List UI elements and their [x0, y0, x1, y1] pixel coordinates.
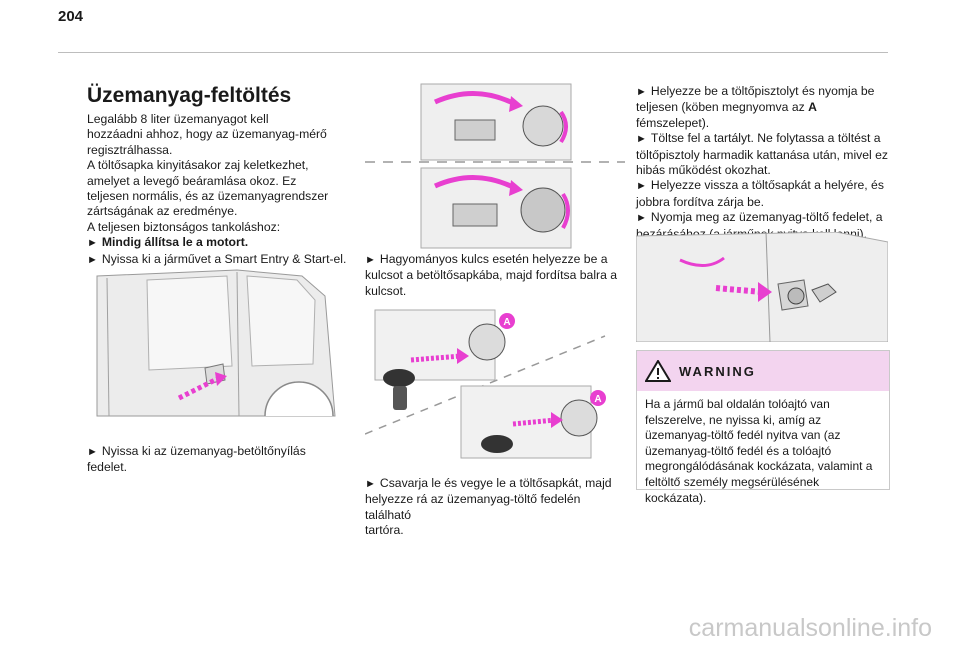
page-number: 204 — [58, 8, 84, 25]
cap-removal-illustration: A A — [365, 309, 606, 459]
warning-header: WARNING — [637, 351, 889, 391]
bullet-arrow-icon: ► — [365, 478, 376, 490]
warning-box: WARNING Ha a jármű bal oldalán tolóajtó … — [636, 350, 890, 505]
step-key: ►Hagyományos kulcs esetén helyezze be a … — [365, 252, 618, 298]
intro-line: hozzáadni ahhoz, hogy az üzemanyag-mérő — [87, 127, 327, 142]
warning-triangle-icon — [645, 360, 671, 382]
intro-line: Legalább 8 liter üzemanyagot kell — [87, 112, 269, 126]
step-fill: ►Töltse fel a tartályt. Ne folytassa a t… — [636, 131, 888, 178]
warning-title: WARNING — [679, 363, 756, 379]
intro-line: zártságának az eredménye. — [87, 204, 238, 219]
label-a: A — [503, 317, 510, 328]
bullet-arrow-icon: ► — [87, 446, 98, 458]
step-stop-engine: ►Mindig állítsa le a motort. — [87, 235, 249, 250]
page-title: Üzemanyag-feltöltés — [87, 84, 292, 107]
bullet-arrow-icon: ► — [636, 133, 647, 146]
intro-line: amelyet a levegő beáramlása okoz. Ez — [87, 173, 297, 188]
step-cap: ►Csavarja le és vegye le a töltősapkát, … — [365, 476, 612, 538]
bullet-arrow-icon: ► — [365, 254, 376, 266]
intro-line: A teljesen biztonságos tankoláshoz: — [87, 219, 281, 234]
bullet-arrow-icon: ► — [636, 86, 647, 98]
intro-line: A töltősapka kinyitásakor zaj keletkezhe… — [87, 158, 309, 173]
refuel-steps: ►Helyezze be a töltőpisztolyt és nyomja … — [636, 84, 892, 242]
step-unlock: ►Nyissa ki a járművet a Smart Entry & St… — [87, 251, 347, 266]
bullet-arrow-icon: ► — [636, 212, 647, 225]
top-rule — [58, 52, 888, 53]
bullet-arrow-icon: ► — [87, 237, 98, 250]
bullet-arrow-icon: ► — [87, 253, 98, 266]
warning-text: Ha a jármű bal oldalán tolóajtó van fels… — [645, 397, 873, 505]
intro-line: teljesen normális, és az üzemanyagrendsz… — [87, 189, 329, 204]
van-side-illustration — [87, 266, 339, 432]
key-turn-illustration — [365, 83, 625, 249]
intro-text: Legalább 8 liter üzemanyagot kell hozzáa… — [87, 112, 347, 268]
intro-line: regisztrálhassa. — [87, 142, 173, 157]
step-open-flap: ►Nyissa ki az üzemanyag-betöltőnyílás fe… — [87, 444, 306, 475]
step-nozzle: ►Helyezze be a töltőpisztolyt és nyomja … — [636, 84, 875, 130]
label-a: A — [594, 394, 601, 405]
bullet-arrow-icon: ► — [636, 180, 647, 193]
step-replace-cap: ►Helyezze vissza a töltősapkát a helyére… — [636, 178, 884, 209]
watermark: carmanualsonline.info — [688, 614, 932, 642]
flap-close-illustration — [636, 232, 888, 342]
